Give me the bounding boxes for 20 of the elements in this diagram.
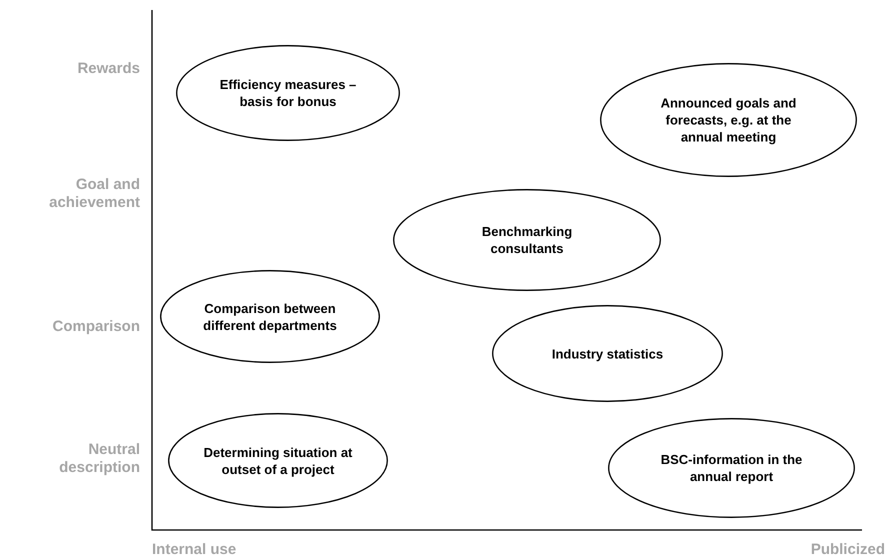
oval-node [608, 418, 855, 518]
oval-node [160, 270, 380, 363]
node-text: Announced goals and forecasts, e.g. at the annual meeting [660, 94, 798, 146]
node-text: Industry statistics [550, 345, 664, 362]
oval-node [393, 189, 661, 291]
node-text: Benchmarking consultants [480, 223, 574, 257]
node-text: Efficiency measures – basis for bonus [218, 76, 358, 110]
oval-node [492, 305, 723, 402]
node-text: Comparison between different departments [202, 300, 338, 334]
node-text: BSC-information in the annual report [660, 451, 804, 485]
axis-label: Comparison [51, 318, 140, 336]
axis-label: Publicized [810, 541, 885, 559]
node-text: Determining situation at outset of a project [202, 444, 354, 478]
axis-label: Neutral description [58, 441, 140, 477]
axis-label: Goal and achievement [48, 176, 140, 212]
axis-label: Internal use [152, 541, 238, 559]
oval-node [600, 63, 857, 177]
axis-label: Rewards [76, 60, 140, 78]
oval-node [168, 413, 388, 508]
oval-node [176, 45, 400, 141]
